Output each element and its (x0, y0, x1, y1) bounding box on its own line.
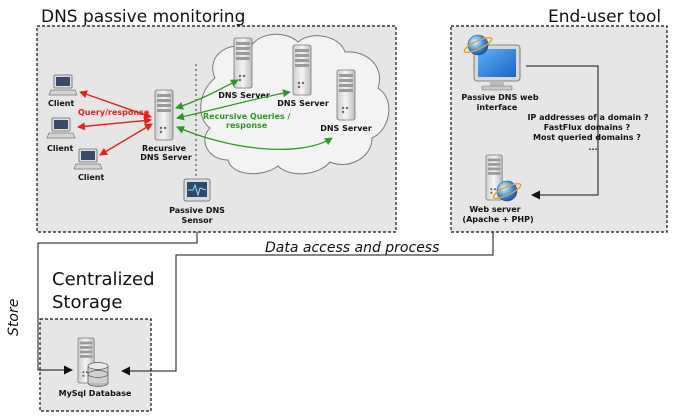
interface-to-webserver-arrow (526, 65, 599, 200)
passive-dns-sensor: Passive DNS Sensor (169, 178, 225, 225)
mysql-database: MySql Database (59, 337, 132, 398)
dns-server-2-label: DNS Server (277, 99, 329, 108)
recursive-dns-server-icon (154, 89, 174, 141)
web-interface-label-1: Passive DNS web (461, 93, 538, 102)
sensor-label-1: Passive DNS (169, 206, 225, 215)
section-title-end-user: End-user tool (548, 7, 661, 27)
store-line (37, 232, 198, 375)
recursive-dns-label-2: DNS Server (140, 153, 192, 162)
dns-server-2-icon (292, 44, 312, 96)
web-server: Web server (Apache + PHP) (462, 154, 534, 224)
dns-server-3-icon (336, 69, 356, 121)
section-title-storage-1: Centralized (52, 269, 155, 290)
client-2-label: Client (47, 144, 73, 153)
database-icon (87, 362, 109, 387)
query-response-label: Query/response (78, 108, 150, 117)
web-server-globe-icon (496, 180, 518, 202)
client-2: Client (46, 117, 76, 153)
dns-server-3-label: DNS Server (320, 124, 372, 133)
client-3-label: Client (78, 173, 104, 182)
recursive-queries-label-2: response (226, 121, 268, 130)
query-arrow-client-3 (99, 123, 153, 156)
query-3: Most queried domains ? (533, 133, 641, 142)
web-interface: Passive DNS web interface (461, 34, 539, 112)
data-access-line (121, 232, 494, 376)
web-server-label-2: (Apache + PHP) (462, 215, 533, 224)
globe-icon (467, 34, 489, 56)
query-1: IP addresses of a domain ? (527, 113, 648, 122)
section-title-dns: DNS passive monitoring (41, 7, 245, 27)
client-3: Client (73, 148, 104, 182)
client-1-label: Client (48, 99, 74, 108)
query-arrow-client-1 (79, 90, 152, 119)
data-access-label: Data access and process (265, 240, 439, 256)
recursive-dns-label-1: Recursive (142, 144, 187, 153)
store-label: Store (6, 299, 22, 336)
dns-server-1-label: DNS Server (218, 91, 270, 100)
client-1: Client (48, 74, 78, 108)
query-4: ... (588, 143, 597, 152)
mysql-label: MySql Database (59, 389, 132, 398)
query-2: FastFlux domains ? (544, 123, 631, 132)
recursive-queries-label-1: Recursive Queries / (203, 112, 290, 121)
recursive-arrow-3 (176, 126, 333, 151)
sensor-label-2: Sensor (181, 216, 212, 225)
web-interface-label-2: interface (477, 103, 518, 112)
recursive-arrow-2 (176, 89, 291, 121)
web-server-label-1: Web server (469, 205, 520, 214)
section-title-storage-2: Storage (52, 292, 122, 313)
